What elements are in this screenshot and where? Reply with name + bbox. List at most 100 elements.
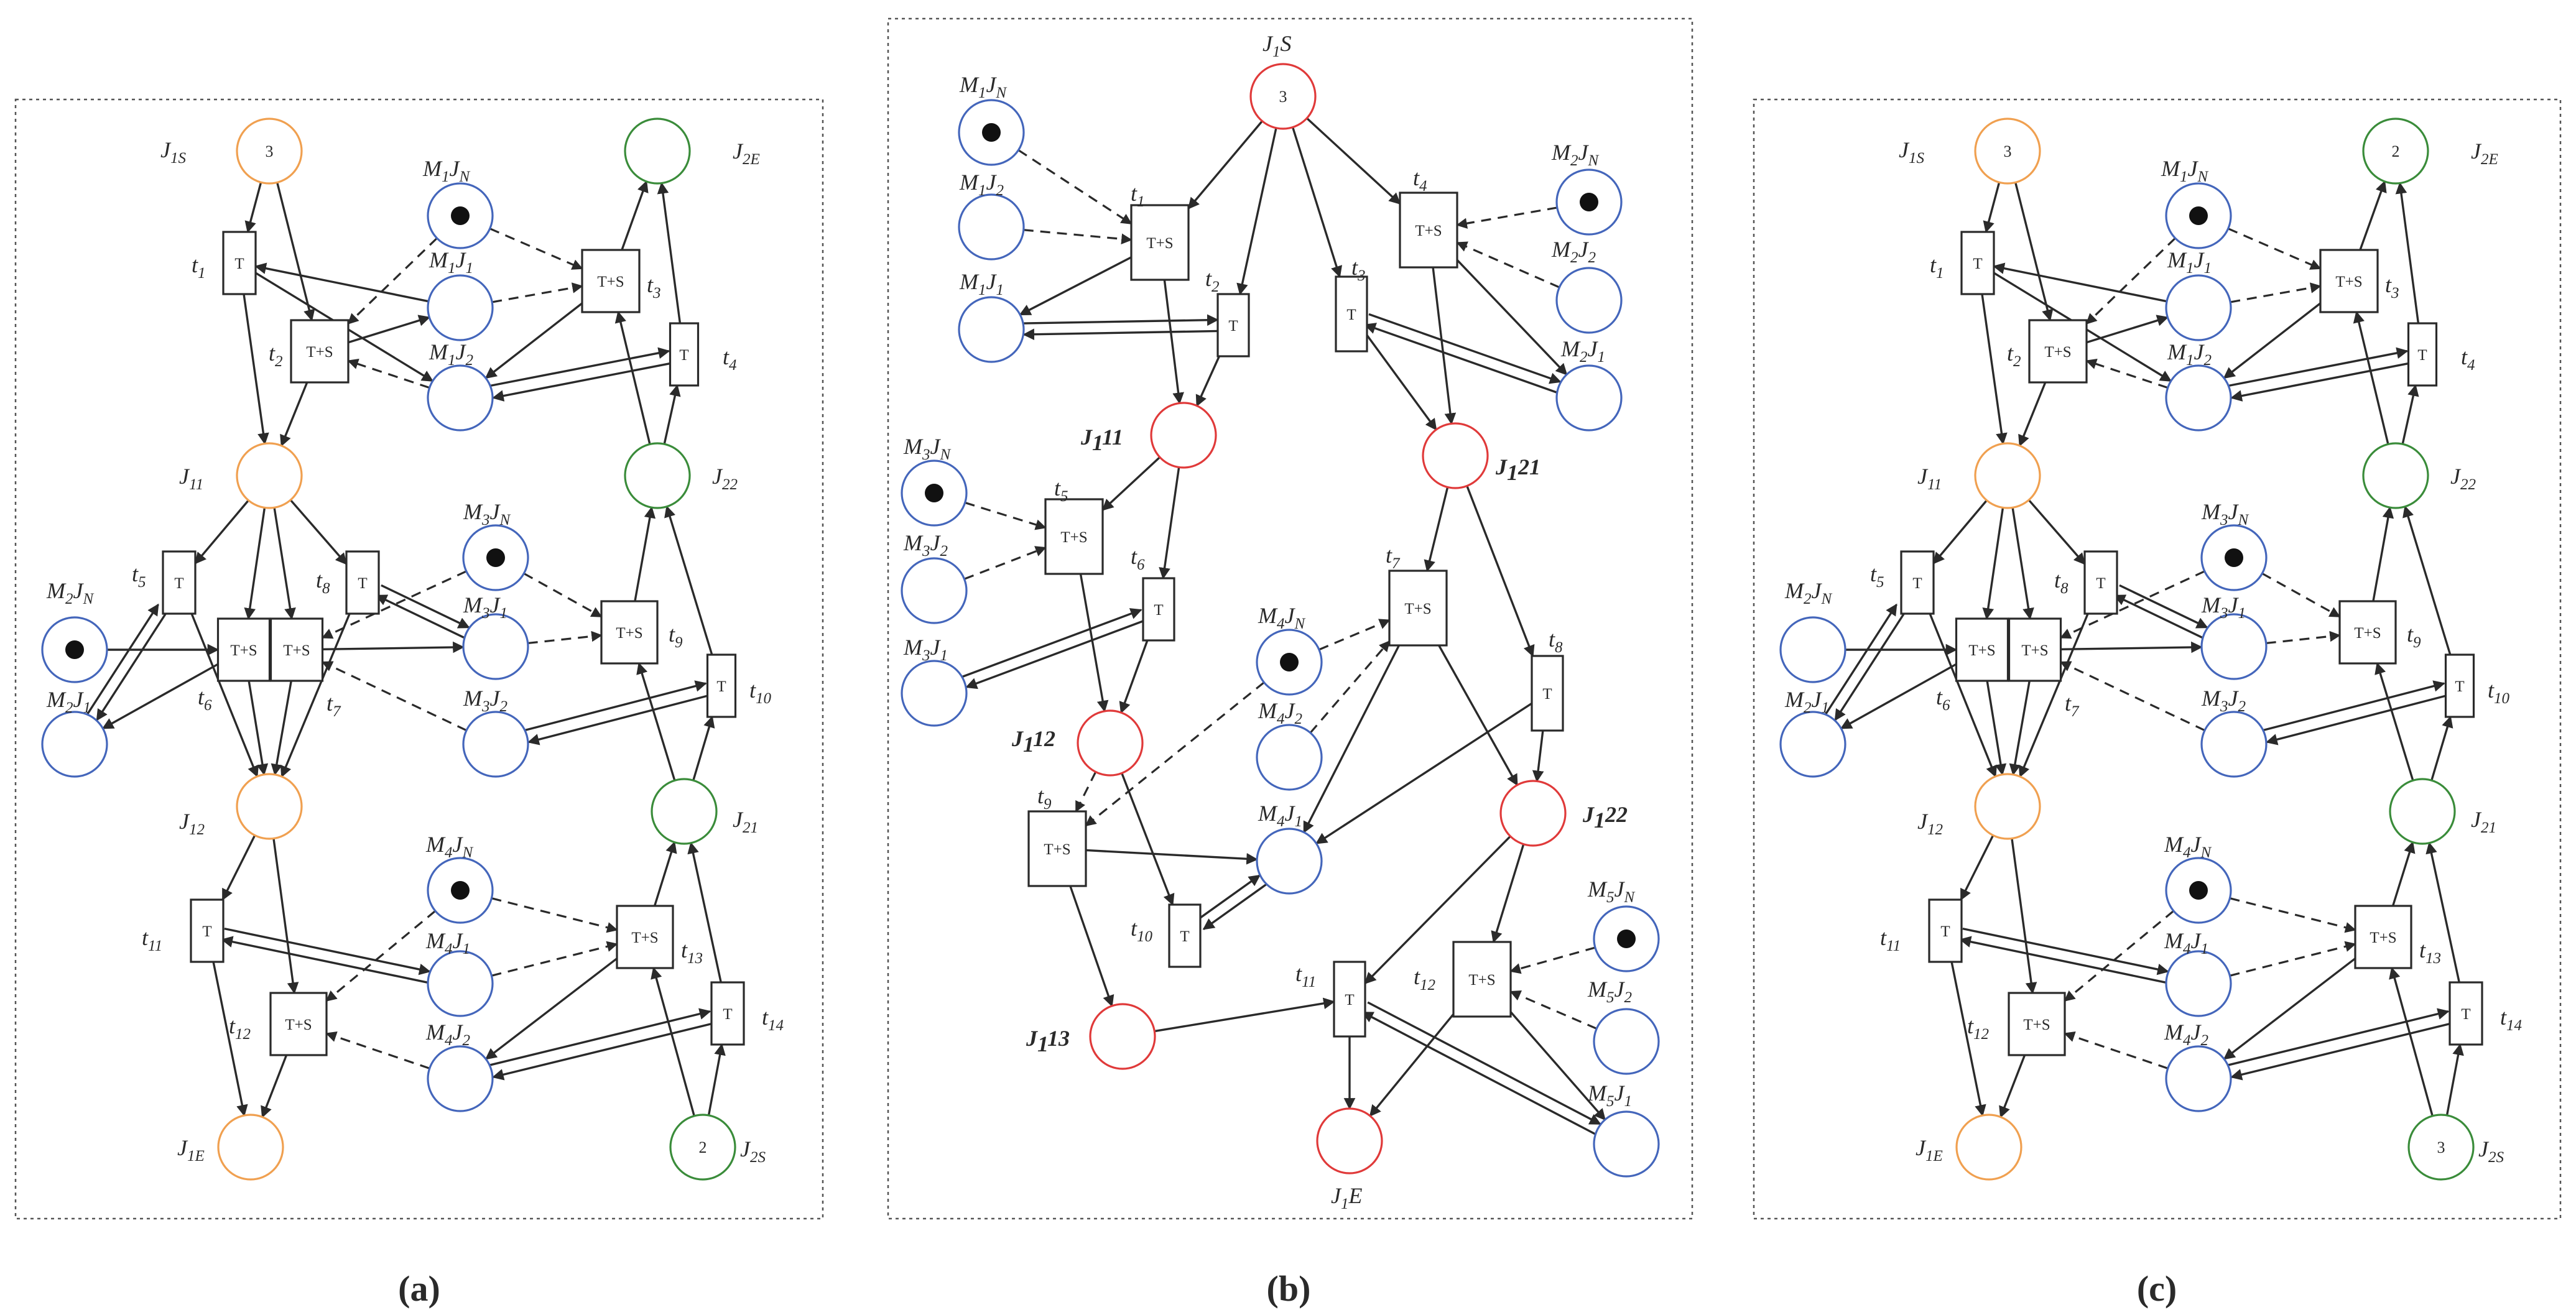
b-transition-text-t12: T+S bbox=[1468, 972, 1495, 989]
b-arc-M3J2-to-t5 bbox=[963, 546, 1047, 580]
b-place-J111 bbox=[1150, 402, 1217, 469]
a-transition-text-t4: T bbox=[679, 347, 688, 364]
c-label-M4J2: M4J2 bbox=[2164, 1020, 2208, 1049]
a-arc-t13-to-M4J2 bbox=[484, 957, 618, 1060]
b-place-J1E bbox=[1316, 1107, 1383, 1174]
a-arc-J12-to-t12 bbox=[272, 838, 299, 994]
b-place-J122 bbox=[1499, 780, 1567, 847]
c-transition-text-t14: T bbox=[2461, 1006, 2470, 1023]
a-arc-J11-to-t7 bbox=[273, 507, 296, 620]
c-transition-text-t9: T+S bbox=[2354, 625, 2381, 642]
a-arc-t7-to-M3J1 bbox=[322, 641, 465, 653]
c-arc-t5-to-J12 bbox=[1929, 613, 1997, 778]
c-arc-t7-to-J12 bbox=[2009, 680, 2031, 776]
c-label-t9: t9 bbox=[2407, 622, 2421, 651]
a-label-M2J1: M2J1 bbox=[46, 687, 91, 716]
a-arc-M4JN-to-t13 bbox=[491, 897, 618, 933]
c-transition-t5 bbox=[1900, 550, 1935, 615]
b-arc-t9-to-J113 bbox=[1069, 885, 1114, 1007]
a-place-M4J2 bbox=[427, 1045, 494, 1112]
a-transition-t13 bbox=[616, 905, 674, 969]
c-arc-J2S-to-t13 bbox=[2389, 967, 2434, 1117]
a-transition-t1 bbox=[222, 231, 257, 295]
a-arc-t11-to-J1E bbox=[212, 961, 248, 1117]
a-arc-M4J1-to-t13 bbox=[491, 941, 618, 977]
b-transition-text-t4: T+S bbox=[1415, 223, 1442, 239]
c-label-M1J2: M1J2 bbox=[2167, 339, 2212, 369]
a-transition-t3 bbox=[581, 249, 641, 313]
c-transition-text-t2: T+S bbox=[2044, 344, 2071, 361]
c-label-J22: J22 bbox=[2450, 464, 2476, 493]
c-transition-text-t5: T bbox=[1912, 575, 1922, 592]
panel-b-frame bbox=[887, 17, 1693, 1220]
b-transition-text-t1: T+S bbox=[1146, 235, 1173, 252]
b-transition-text-t5: T+S bbox=[1060, 529, 1087, 546]
c-arc-M3J2-to-t7 bbox=[2059, 661, 2205, 732]
c-arc-t8-to-J12 bbox=[2018, 613, 2089, 778]
a-transition-t8 bbox=[345, 550, 380, 615]
a-arc-M4J2-to-t12 bbox=[325, 1031, 430, 1069]
b-arc-J1S-to-t4 bbox=[1306, 117, 1401, 205]
b-transition-t9 bbox=[1027, 810, 1087, 887]
c-label-M4J1: M4J1 bbox=[2164, 928, 2208, 957]
a-label-t3: t3 bbox=[647, 272, 661, 302]
c-arc-t11-to-J1E bbox=[1950, 961, 1986, 1117]
a-place-M3J2 bbox=[462, 711, 529, 778]
a-count-J2S: 2 bbox=[699, 1138, 707, 1156]
a-place-J12 bbox=[236, 773, 303, 840]
a-arc-t6-to-J12 bbox=[248, 680, 269, 776]
a-arc-M4JN-to-t12 bbox=[325, 910, 436, 1002]
b-arc-M4JN-to-t9 bbox=[1085, 681, 1265, 827]
a-transition-t11 bbox=[190, 898, 225, 963]
a-arc-t12-to-J1E bbox=[261, 1054, 288, 1119]
c-place-J1S bbox=[1974, 118, 2041, 185]
b-transition-t7 bbox=[1388, 570, 1448, 647]
b-arc-J122-to-t12 bbox=[1491, 844, 1525, 943]
c-arc-t4-to-M1J2 bbox=[2230, 362, 2410, 402]
b-label-J1E: J1E bbox=[1331, 1183, 1362, 1212]
b-arc-t3-to-J121 bbox=[1366, 335, 1437, 431]
a-label-J21: J21 bbox=[733, 807, 758, 836]
a-label-t12: t12 bbox=[229, 1013, 251, 1043]
b-arc-t1-to-J111 bbox=[1163, 279, 1184, 405]
a-arc-t2-to-J11 bbox=[280, 382, 308, 447]
c-place-M1J1 bbox=[2165, 274, 2232, 341]
a-arc-t1-to-J11 bbox=[243, 293, 269, 445]
b-arc-J113-to-t11 bbox=[1154, 997, 1335, 1033]
b-arc-M3J1-to-t6 bbox=[961, 608, 1142, 678]
b-transition-text-t7: T+S bbox=[1404, 601, 1431, 617]
c-arc-t9-to-J22 bbox=[2372, 506, 2394, 602]
b-arc-t3-to-M2J1 bbox=[1368, 313, 1562, 384]
c-arc-J1S-to-t2 bbox=[2014, 182, 2054, 321]
c-arc-J22-to-t4 bbox=[2401, 384, 2419, 445]
b-label-M5J2: M5J2 bbox=[1587, 977, 1632, 1006]
c-arc-t13-to-J21 bbox=[2391, 841, 2416, 907]
c-arc-t7-to-M3J1 bbox=[2060, 641, 2203, 653]
a-transition-text-t6: T+S bbox=[230, 642, 257, 659]
c-arc-J11-to-t8 bbox=[2027, 499, 2086, 565]
a-arc-t4-to-M1J2 bbox=[492, 362, 672, 402]
b-count-J1S: 3 bbox=[1279, 88, 1287, 106]
a-place-J22 bbox=[624, 442, 691, 509]
a-label-J1S: J1S bbox=[160, 137, 186, 167]
c-label-t3: t3 bbox=[2385, 272, 2399, 302]
b-label-M2J1: M2J1 bbox=[1560, 336, 1605, 366]
a-label-t8: t8 bbox=[316, 568, 330, 597]
a-arc-t10-to-M3J2 bbox=[527, 694, 710, 745]
a-label-M2JN: M2JN bbox=[46, 578, 94, 607]
a-arc-J11-to-t8 bbox=[289, 499, 348, 565]
a-arc-t3-to-M1J2 bbox=[484, 302, 583, 379]
c-label-t13: t13 bbox=[2419, 938, 2441, 967]
a-arc-t5-to-J12 bbox=[190, 613, 259, 778]
b-arc-J111-to-t5 bbox=[1101, 456, 1161, 511]
c-arc-J1S-to-t1 bbox=[1983, 182, 2001, 233]
c-label-t7: t7 bbox=[2065, 691, 2080, 720]
a-transition-t14 bbox=[710, 981, 745, 1046]
c-label-M3JN: M3JN bbox=[2201, 499, 2249, 528]
a-label-J11: J11 bbox=[179, 464, 203, 493]
c-token-M3JN bbox=[2225, 548, 2243, 567]
b-transition-text-t9: T+S bbox=[1044, 841, 1070, 858]
a-arc-M4J2-to-t14 bbox=[489, 1008, 711, 1066]
a-arc-t14-to-M4J2 bbox=[492, 1022, 713, 1081]
b-place-M5J2 bbox=[1593, 1008, 1660, 1075]
